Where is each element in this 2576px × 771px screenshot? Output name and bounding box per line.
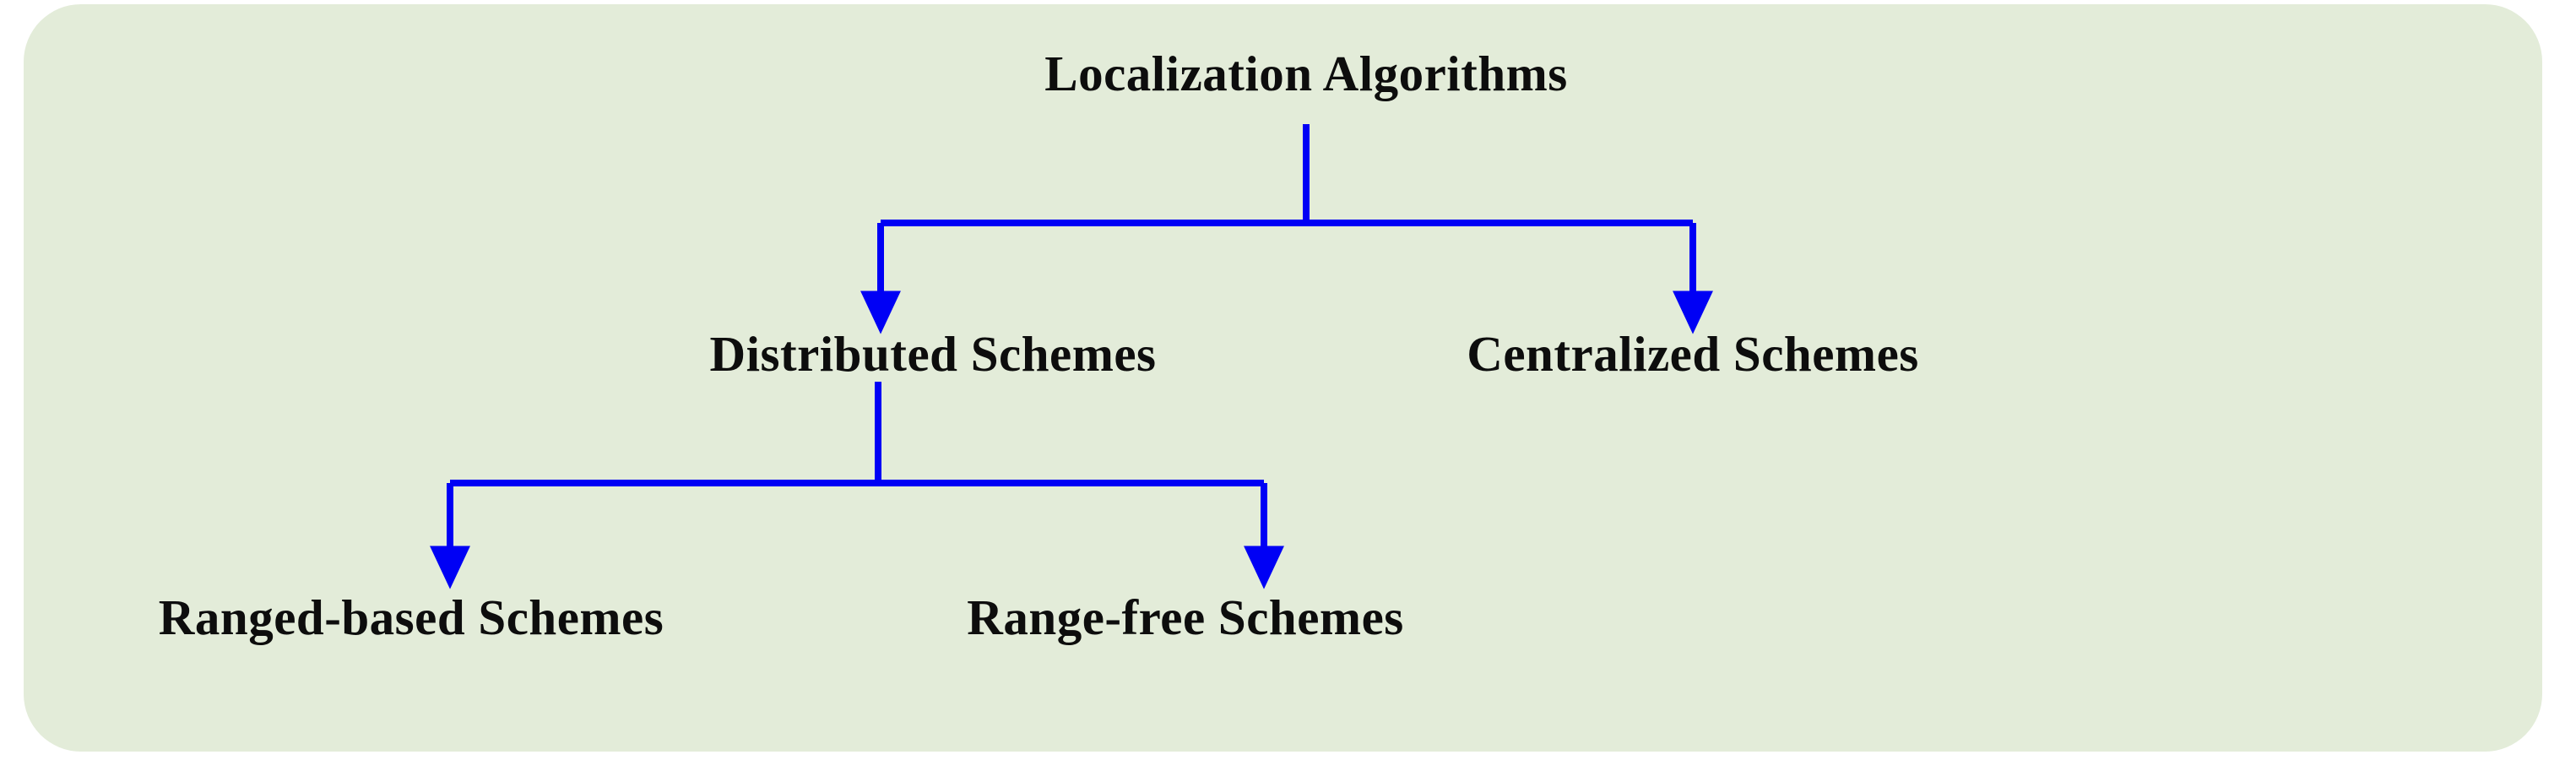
node-centralized-schemes: Centralized Schemes xyxy=(1467,326,1919,382)
node-localization-algorithms: Localization Algorithms xyxy=(1044,46,1568,101)
node-ranged-based-schemes: Ranged-based Schemes xyxy=(158,589,664,645)
diagram-panel-background xyxy=(24,4,2542,752)
node-distributed-schemes: Distributed Schemes xyxy=(709,326,1157,382)
node-range-free-schemes: Range-free Schemes xyxy=(967,589,1404,645)
